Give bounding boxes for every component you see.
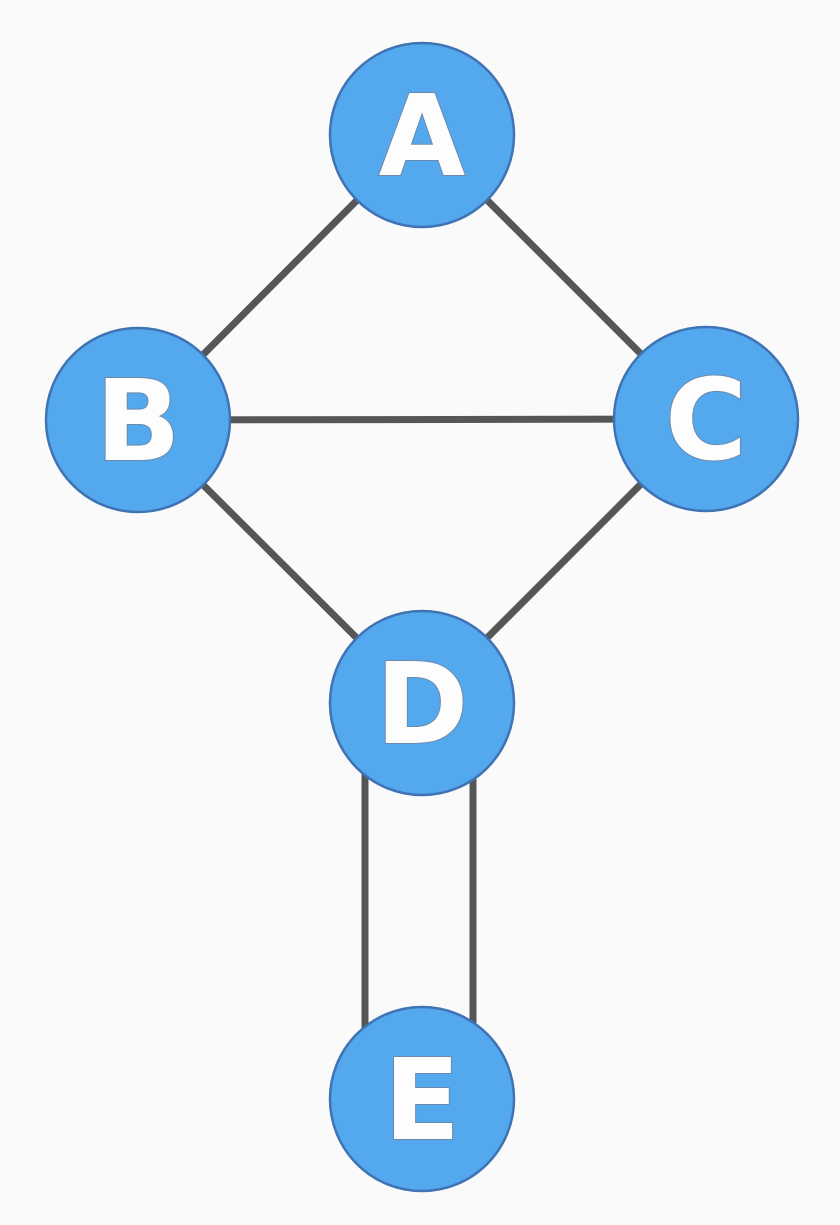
node-A: A — [328, 41, 516, 229]
edge-B-C — [134, 415, 710, 424]
node-label-A: A — [379, 72, 466, 202]
node-E: E — [328, 1005, 516, 1193]
node-B: B — [44, 326, 232, 514]
node-D: D — [328, 609, 516, 797]
node-C: C — [612, 325, 800, 513]
node-circle-C — [612, 325, 800, 513]
node-label-C: C — [665, 356, 747, 486]
node-circle-B — [44, 326, 232, 514]
node-circle-D — [328, 609, 516, 797]
node-label-D: D — [376, 640, 469, 770]
node-circle-A — [328, 41, 516, 229]
node-label-E: E — [384, 1036, 461, 1166]
node-label-B: B — [95, 357, 180, 487]
node-circle-E — [328, 1005, 516, 1193]
